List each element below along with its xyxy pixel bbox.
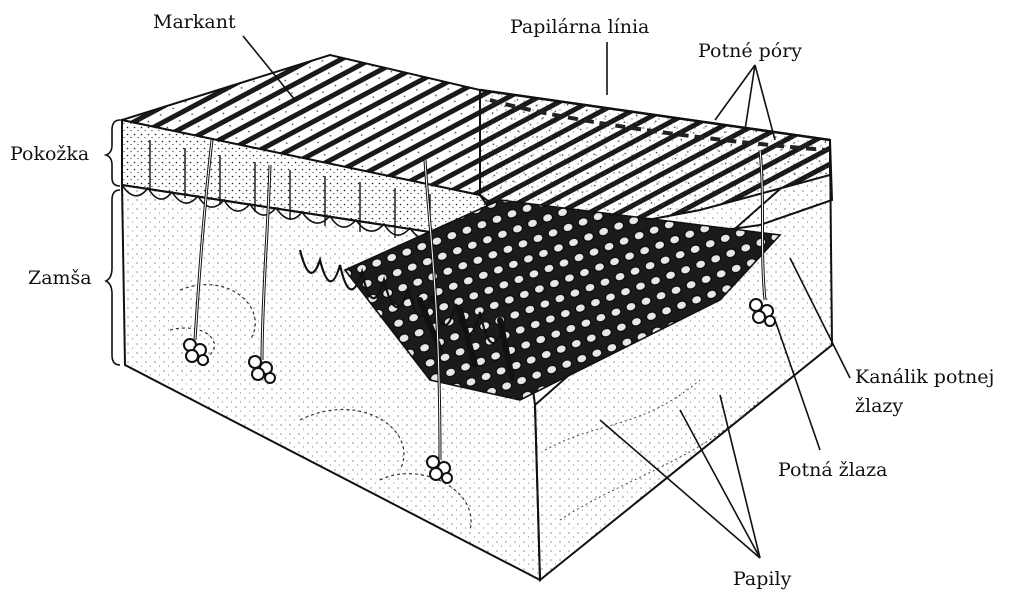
brace-pokozka: [106, 120, 120, 186]
label-papily: Papily: [733, 568, 792, 590]
label-potne-pory: Potné póry: [698, 40, 802, 62]
label-kanalik-line2: žlazy: [855, 395, 903, 417]
brace-zamsa: [106, 190, 120, 365]
label-potna-zlaza: Potná žlaza: [778, 459, 887, 481]
label-pokozka: Pokožka: [10, 143, 89, 165]
label-zamsa: Zamša: [28, 267, 92, 289]
label-kanalik-line1: Kanálik potnej: [855, 366, 994, 388]
label-papilarna-linia: Papilárna línia: [510, 16, 649, 38]
label-markant: Markant: [153, 11, 236, 33]
